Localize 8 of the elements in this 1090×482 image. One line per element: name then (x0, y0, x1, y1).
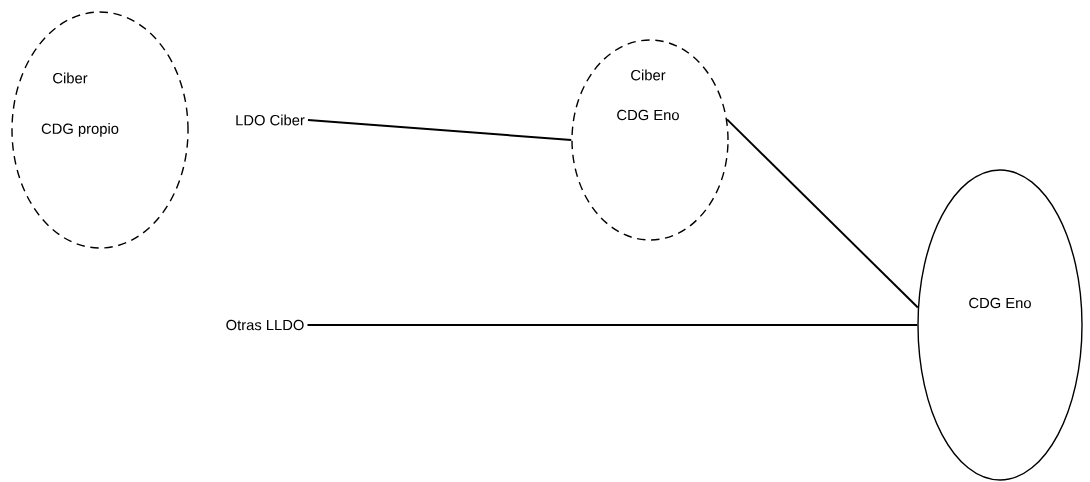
node-label: LDO Ciber (236, 114, 305, 126)
node-label: Otras LLDO (226, 319, 304, 331)
ellipse-node: Ciber CDG propio (11, 11, 189, 249)
connector-line (726, 118, 919, 309)
ellipse-node: CDG Eno (917, 169, 1083, 481)
ellipse-node: Ciber CDG Eno (571, 39, 729, 241)
connector-line (306, 324, 919, 326)
connector-line (306, 119, 573, 141)
